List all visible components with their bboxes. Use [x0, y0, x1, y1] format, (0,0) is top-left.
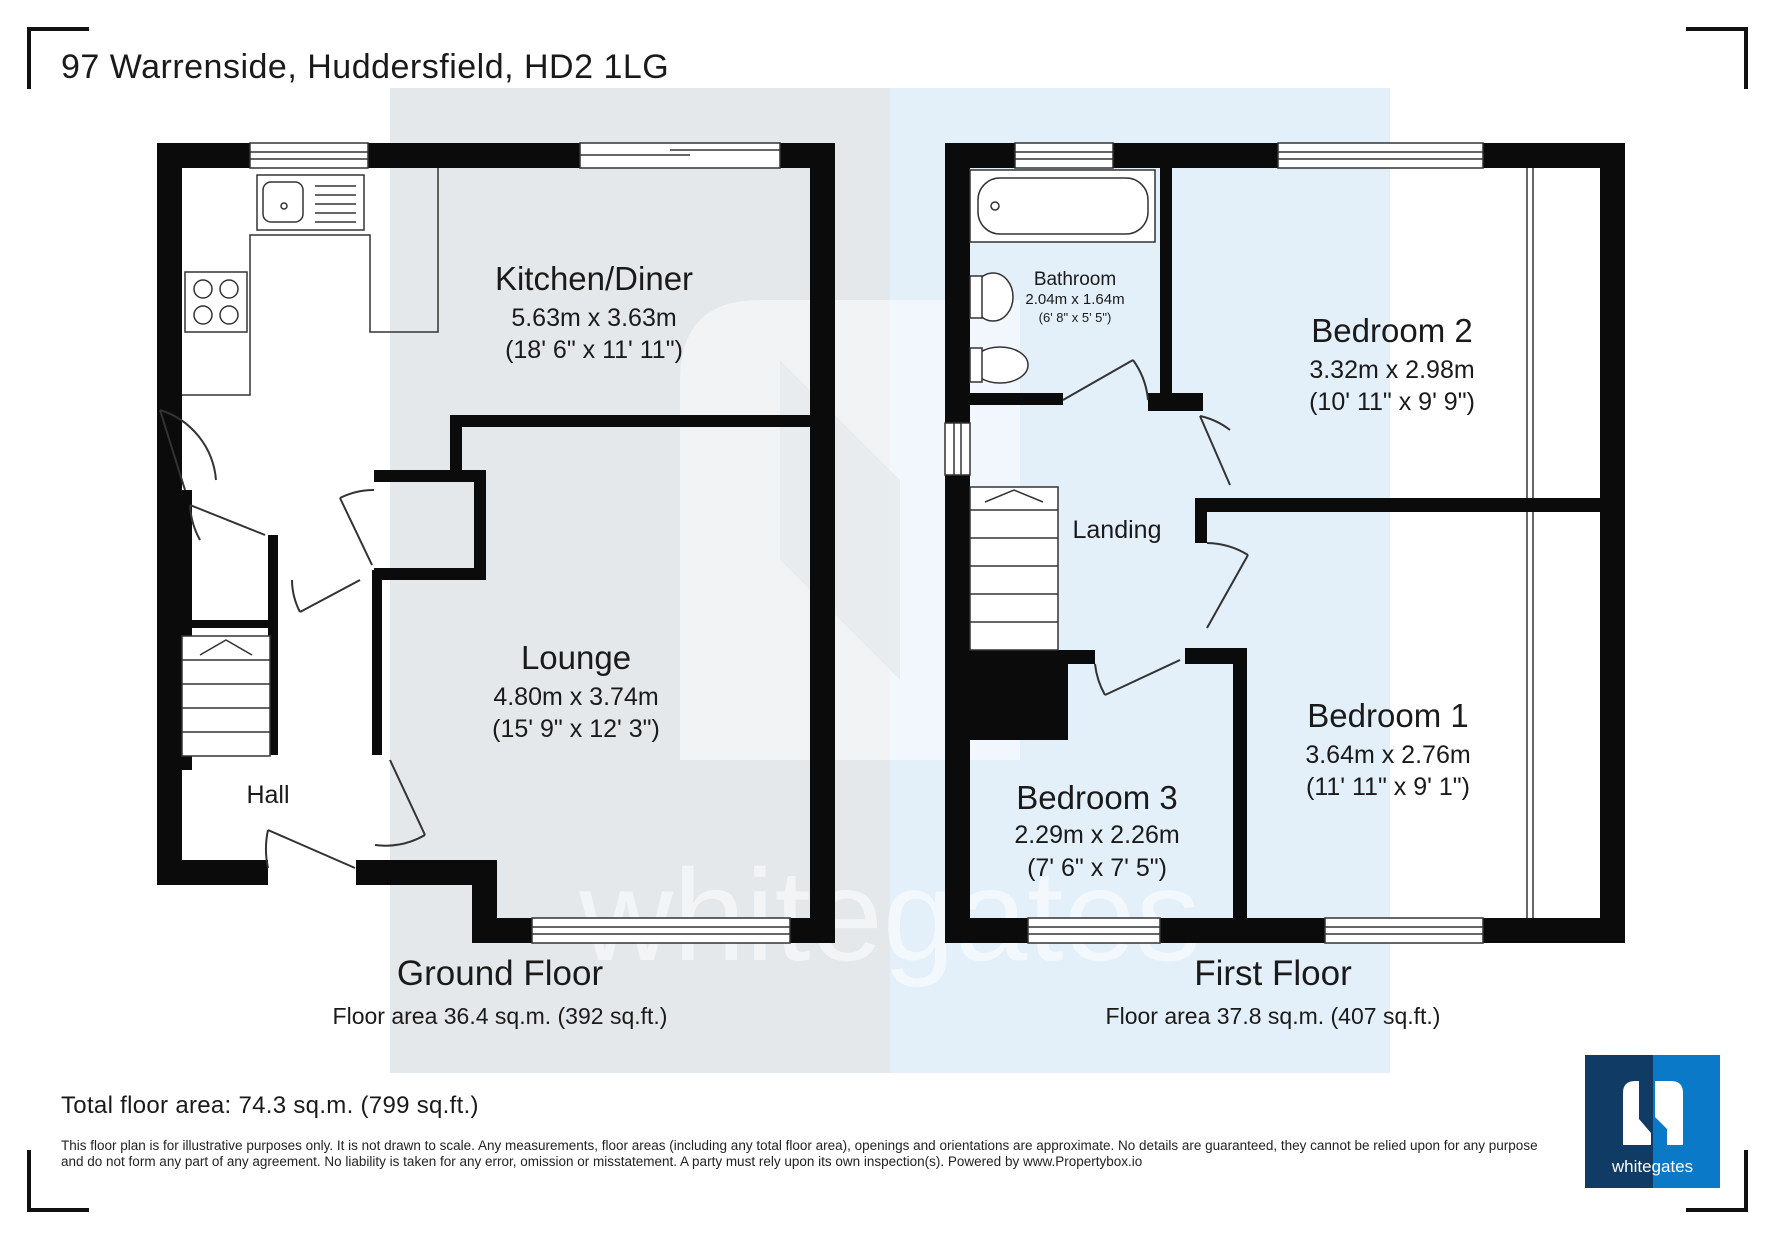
whitegates-logo: whitegates [1585, 1055, 1720, 1188]
lounge-name: Lounge [521, 639, 631, 676]
landing-name: Landing [1073, 516, 1162, 544]
crop-mark-top-left [27, 27, 89, 89]
kitchen-imperial: (18' 6" x 11' 11") [505, 336, 683, 364]
bedroom1-name: Bedroom 1 [1307, 697, 1468, 734]
ground-floor-windows [249, 142, 791, 944]
ground-floor-area: Floor area 36.4 sq.m. (392 sq.ft.) [333, 1003, 668, 1029]
kitchen-units [182, 168, 439, 396]
first-floor-area: Floor area 37.8 sq.m. (407 sq.ft.) [1106, 1003, 1441, 1029]
first-floor-windows [944, 142, 1484, 944]
watermark-text: whitegates [578, 842, 1201, 988]
lounge-imperial: (15' 9" x 12' 3") [492, 715, 660, 743]
property-address: 97 Warrenside, Huddersfield, HD2 1LG [61, 48, 670, 86]
first-floor-title: First Floor [1194, 954, 1352, 993]
bedroom2-imperial: (10' 11" x 9' 9") [1309, 388, 1475, 416]
kitchen-metric: 5.63m x 3.63m [511, 304, 676, 332]
first-floor-stairs [969, 486, 1059, 651]
logo-mark-icon [1623, 1081, 1683, 1145]
bedroom3-name: Bedroom 3 [1016, 779, 1177, 816]
bedroom3-metric: 2.29m x 2.26m [1014, 821, 1179, 849]
bathroom-imperial: (6' 8" x 5' 5") [1039, 310, 1112, 325]
logo-text: whitegates [1611, 1157, 1694, 1176]
bedroom1-metric: 3.64m x 2.76m [1305, 741, 1470, 769]
crop-mark-bottom-left [27, 1150, 89, 1212]
ground-floor-stairs [181, 635, 271, 757]
wardrobes [1526, 168, 1534, 918]
first-floor-plan: Bathroom 2.04m x 1.64m (6' 8" x 5' 5") B… [944, 142, 1625, 1029]
bedroom2-name: Bedroom 2 [1311, 312, 1472, 349]
disclaimer-text: This floor plan is for illustrative purp… [61, 1138, 1538, 1169]
bedroom1-imperial: (11' 11" x 9' 1") [1306, 773, 1470, 801]
bedroom2-metric: 3.32m x 2.98m [1309, 356, 1474, 384]
crop-mark-top-right [1686, 27, 1748, 89]
total-floor-area: Total floor area: 74.3 sq.m. (799 sq.ft.… [61, 1092, 479, 1119]
crop-mark-bottom-right [1686, 1150, 1748, 1212]
bathroom-name: Bathroom [1034, 269, 1116, 290]
lounge-metric: 4.80m x 3.74m [493, 683, 658, 711]
ground-floor-title: Ground Floor [397, 954, 604, 993]
bathroom-metric: 2.04m x 1.64m [1025, 291, 1124, 308]
bedroom3-imperial: (7' 6" x 7' 5") [1027, 854, 1167, 882]
ground-floor-doors [159, 409, 426, 869]
kitchen-name: Kitchen/Diner [495, 260, 693, 297]
first-floor-doors [1062, 359, 1249, 696]
ground-floor-plan: Kitchen/Diner 5.63m x 3.63m (18' 6" x 11… [157, 142, 835, 1029]
hall-name: Hall [246, 781, 289, 809]
bathroom-fittings [969, 169, 1156, 384]
